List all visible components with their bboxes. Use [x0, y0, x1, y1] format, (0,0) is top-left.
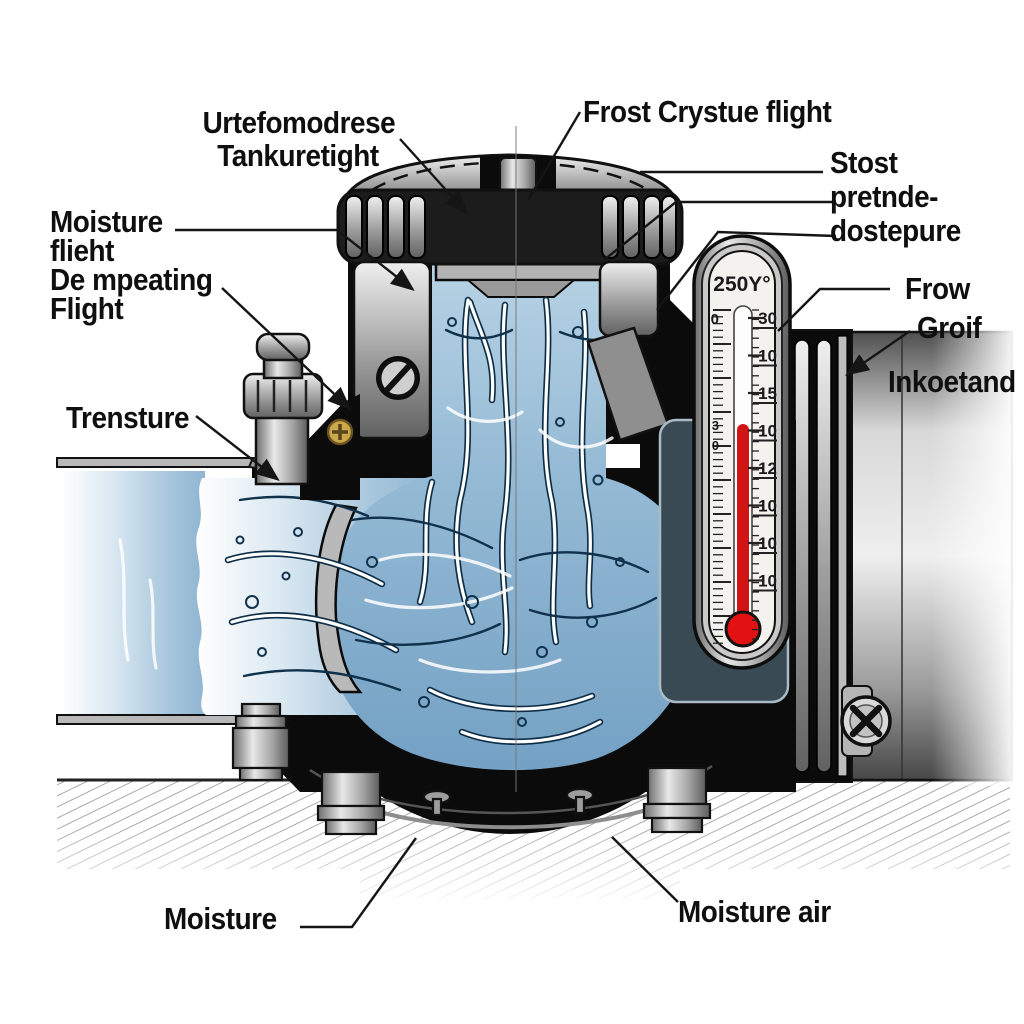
leader-lines	[175, 111, 911, 929]
leader-dempeating	[221, 287, 352, 411]
mercury-bulb	[724, 610, 762, 648]
leader-moisture-air	[611, 836, 679, 903]
pipe-wall-top	[56, 457, 254, 468]
thermometer-top-label: 250Y°	[713, 273, 770, 296]
svg-text:10: 10	[758, 497, 777, 516]
svg-text:0: 0	[711, 311, 719, 328]
leader-pretnde	[603, 200, 836, 261]
label-frost: Frost Crystue flight	[583, 94, 832, 129]
svg-text:30: 30	[758, 309, 777, 328]
leader-frow	[777, 287, 890, 332]
cap-dashed-seam	[371, 160, 649, 192]
svg-text:0: 0	[712, 438, 719, 453]
cap-skirt-left	[352, 260, 432, 440]
leader-trensture	[195, 415, 280, 481]
label-line: Stost	[830, 145, 898, 180]
cap-knurled-band	[336, 188, 684, 266]
label-line: Urtefomodrese	[202, 105, 396, 140]
svg-text:10: 10	[758, 534, 777, 553]
svg-text:3: 3	[712, 418, 719, 433]
label-line: Flight	[50, 291, 124, 326]
brass-screw-icon	[323, 415, 357, 449]
svg-text:12: 12	[758, 459, 777, 478]
label-trensture: Trensture	[66, 400, 190, 435]
knurled-nut	[242, 372, 324, 420]
label-line: De mpeating	[50, 262, 213, 297]
svg-text:10: 10	[758, 347, 777, 366]
leader-groif	[845, 330, 911, 376]
leader-frost	[526, 111, 582, 201]
label-groif: Groif	[917, 310, 982, 345]
cap	[336, 153, 698, 452]
phillips-screw-icon	[840, 695, 892, 747]
right-pipe	[787, 326, 1018, 786]
junction-collar	[314, 503, 363, 694]
pipe-wall-bottom	[56, 714, 250, 725]
label-line: pretnde-	[830, 179, 938, 214]
label-line: dostepure	[830, 213, 961, 248]
label-line: flieht	[50, 233, 114, 268]
label-right-stack: Stost pretnde- dostepure	[830, 146, 961, 248]
ice-bubbles	[235, 317, 625, 727]
svg-text:15: 15	[758, 384, 777, 403]
label-inkoetand: Inkoetand	[888, 364, 1016, 399]
label-moisture-air: Moisture air	[678, 894, 831, 929]
label-line: Moisture	[50, 204, 163, 239]
mounting-feet	[231, 702, 712, 836]
label-left-stack: Moisture flieht De mpeating Flight	[50, 204, 213, 326]
ice-crystal-streaks	[224, 296, 604, 745]
label-cap: Urtefomodrese Tankuretight	[202, 105, 396, 173]
label-line: Tankuretight	[217, 138, 379, 173]
foot-bowl-right	[642, 766, 712, 834]
leader-cap-label	[399, 138, 469, 215]
mercury-column	[737, 424, 749, 630]
leader-moisture-left	[175, 228, 415, 291]
ice-highlights	[118, 406, 614, 674]
hanging-bolts	[422, 787, 595, 817]
label-moisture-bottom: Moisture	[164, 901, 277, 936]
leader-moisture-bottom	[300, 837, 417, 929]
leader-dostepure	[656, 230, 837, 311]
bleeder-valve	[242, 332, 360, 500]
cap-skirt-right	[598, 260, 660, 338]
label-frow: Frow	[905, 271, 970, 306]
svg-text:10: 10	[758, 422, 777, 441]
slotted-screw-icon	[376, 356, 420, 400]
foot-bowl-left	[316, 770, 386, 836]
foot-left	[231, 702, 291, 782]
svg-text:10: 10	[758, 572, 777, 591]
